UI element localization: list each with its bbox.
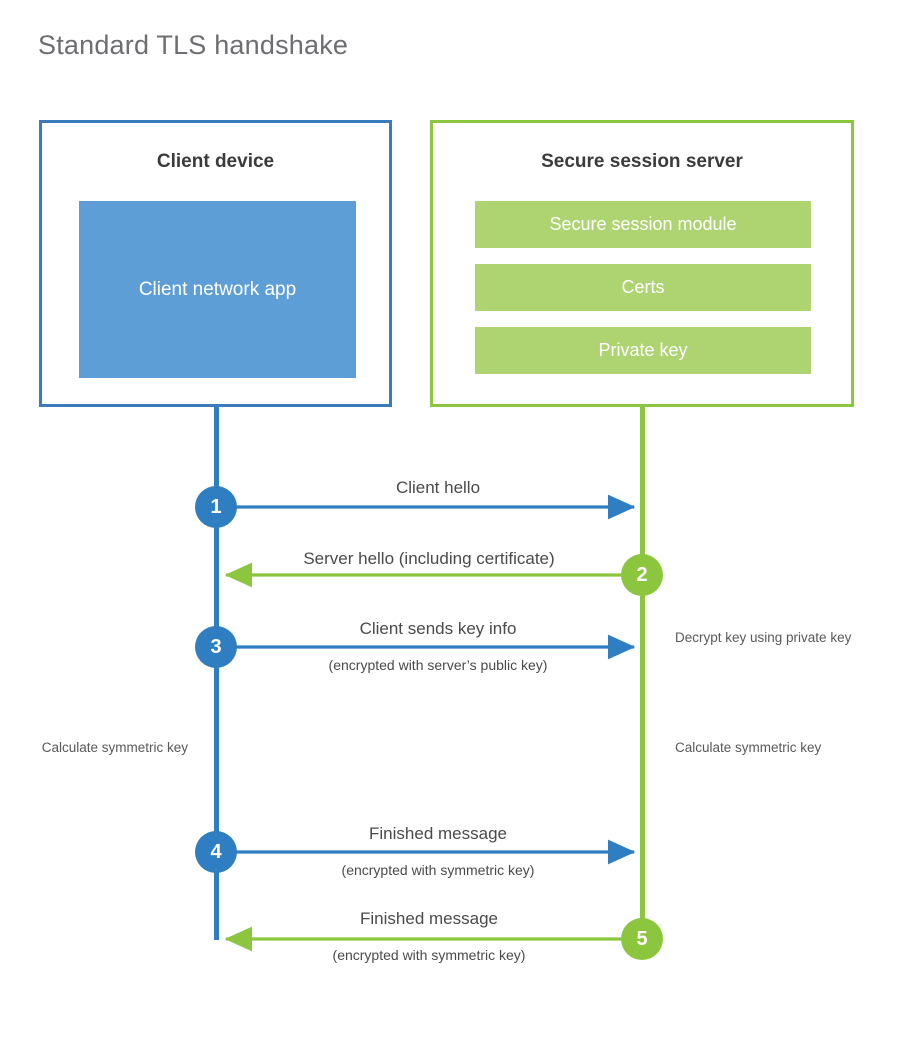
step-3-label: Client sends key info <box>359 619 517 638</box>
annotation-server-decrypt-key: Decrypt key using private key <box>675 630 852 645</box>
step-marker-1[interactable]: 1 <box>195 486 237 528</box>
client-network-app-block: Client network app <box>79 201 356 378</box>
secure-session-server-box: Secure session server Secure session mod… <box>430 120 854 407</box>
page-title: Standard TLS handshake <box>38 30 349 60</box>
step-2-label: Server hello (including certificate) <box>303 549 555 568</box>
step-1-label: Client hello <box>395 478 481 497</box>
annotation-client-calculate-symmetric-key: Calculate symmetric key <box>41 740 188 755</box>
step-marker-3[interactable]: 3 <box>195 626 237 668</box>
step-marker-4[interactable]: 4 <box>195 831 237 873</box>
step-4-label: Finished message <box>369 824 507 843</box>
server-component-secure-session-module: Secure session module <box>475 201 811 248</box>
annotation-server-calculate-symmetric-key: Calculate symmetric key <box>675 740 822 755</box>
step-5-sublabel: (encrypted with symmetric key) <box>332 947 526 963</box>
step-4-sublabel: (encrypted with symmetric key) <box>341 862 535 878</box>
server-component-private-key: Private key <box>475 327 811 374</box>
step-5-label: Finished message <box>360 909 498 928</box>
step-marker-2[interactable]: 2 <box>621 554 663 596</box>
step-marker-5[interactable]: 5 <box>621 918 663 960</box>
server-component-list: Secure session module Certs Private key <box>475 201 811 374</box>
step-3-sublabel: (encrypted with server’s public key) <box>328 657 548 673</box>
client-device-box: Client device Client network app <box>39 120 392 407</box>
server-component-certs: Certs <box>475 264 811 311</box>
secure-session-server-title: Secure session server <box>541 151 743 172</box>
client-device-title: Client device <box>156 151 275 172</box>
